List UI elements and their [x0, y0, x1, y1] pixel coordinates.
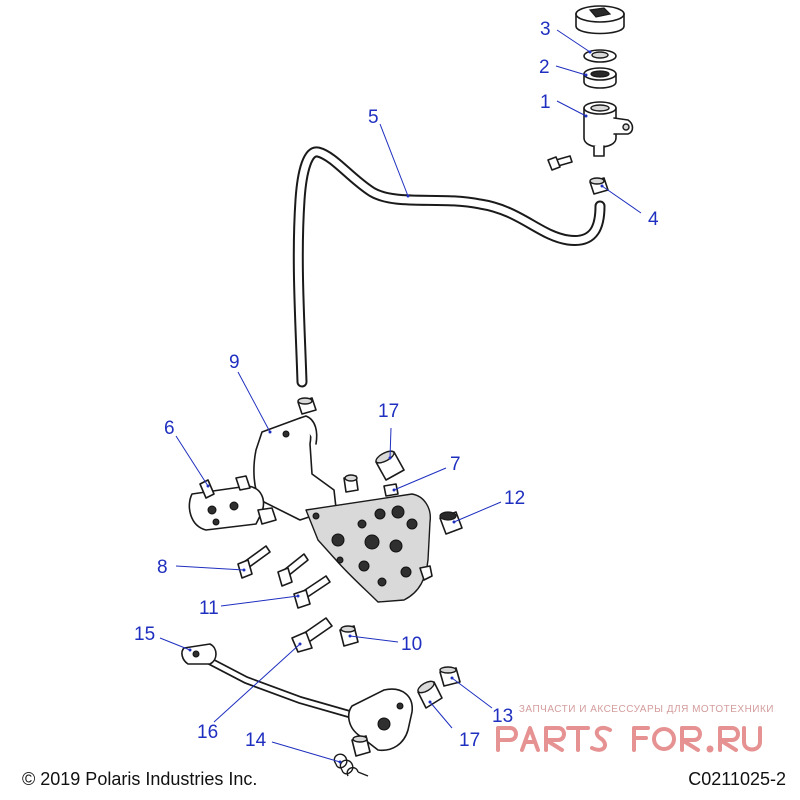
- callout-16: 16: [197, 722, 218, 743]
- bushing-lower: [417, 680, 443, 709]
- callout-8: 8: [157, 557, 168, 578]
- master-cylinder: [188, 475, 277, 531]
- bolt-7: [383, 483, 399, 497]
- callout-6: 6: [164, 418, 175, 439]
- reservoir-screw: [547, 155, 573, 171]
- hose-clamp-upper: [589, 177, 609, 195]
- bushing-upper: [375, 450, 405, 481]
- reservoir-hose: [292, 146, 606, 388]
- cap-diaphragm: [583, 49, 617, 63]
- hose-clamp-lower: [297, 397, 317, 415]
- callout-13: 13: [492, 706, 513, 727]
- reservoir-seal: [583, 67, 617, 89]
- return-spring: [333, 753, 369, 777]
- leader-lines: [159, 29, 642, 764]
- reservoir-body: [583, 101, 634, 157]
- watermark-tagline: ЗАПЧАСТИ И АКСЕССУАРЫ ДЛЯ МОТОТЕХНИКИ: [518, 704, 774, 715]
- watermark: ЗАПЧАСТИ И АКСЕССУАРЫ ДЛЯ МОТОТЕХНИКИ: [474, 704, 774, 715]
- callout-9: 9: [229, 352, 240, 373]
- bolt-8: [237, 545, 271, 579]
- callout-12: 12: [504, 488, 525, 509]
- callout-10: 10: [401, 634, 422, 655]
- mounting-bracket: [253, 415, 337, 521]
- callout-11: 11: [199, 598, 219, 619]
- pedal-plate: [305, 493, 433, 603]
- nut-14: [351, 735, 371, 757]
- bolt-16: [291, 617, 333, 653]
- callout-4: 4: [648, 209, 659, 230]
- callout-1: 1: [540, 92, 551, 113]
- callout-2: 2: [539, 57, 550, 78]
- callout-15: 15: [134, 624, 155, 645]
- partsfor-logo: [496, 725, 762, 753]
- callout-14: 14: [245, 730, 267, 751]
- actuator-rod: [181, 643, 360, 720]
- nut-small: [343, 474, 359, 493]
- reservoir-cap: [575, 5, 625, 35]
- callout-17-lower: 17: [459, 730, 480, 751]
- bushing-13: [439, 666, 461, 687]
- callout-3: 3: [540, 19, 551, 40]
- callout-7: 7: [450, 454, 461, 475]
- spacer-12: [439, 511, 463, 535]
- bolt-11a: [277, 553, 309, 587]
- pedal-arm: [347, 688, 413, 752]
- bolt-11b: [293, 575, 331, 609]
- copyright-text: © 2019 Polaris Industries Inc.: [22, 769, 258, 789]
- callout-17-upper: 17: [378, 401, 399, 422]
- callout-5: 5: [368, 107, 379, 128]
- diagram-code: C0211025-2: [688, 769, 786, 789]
- callout-labels: 1 2 3 4 5 6 7 8 9 10 11 12 13 14 15 16 1…: [134, 19, 659, 751]
